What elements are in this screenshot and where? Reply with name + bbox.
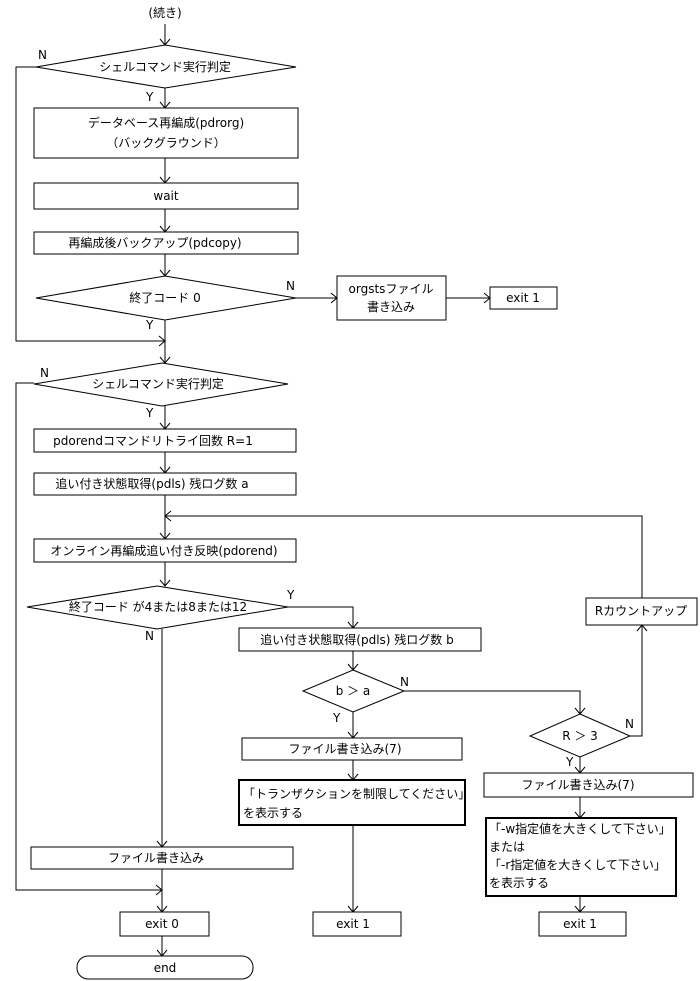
continued-label: (続き) — [148, 6, 181, 20]
process-retry-count-label: pdorendコマンドリトライ回数 R=1 — [53, 433, 253, 448]
branch-label-y: Y — [145, 90, 154, 104]
branch-label-y: Y — [145, 318, 154, 332]
branch-label-n: N — [145, 629, 154, 643]
message-increase-values-line-1: 「-w指定値を大きくして下さい」 — [489, 821, 671, 836]
flow-lines — [15, 24, 643, 956]
process-file-write-7-right-label: ファイル書き込み(7) — [522, 778, 635, 792]
branch-label-n: N — [400, 675, 409, 689]
decision-b-gt-a-label: b ＞ a — [336, 684, 371, 698]
message-limit-transaction-line-2: を表示する — [243, 806, 303, 820]
process-file-write-7-mid-label: ファイル書き込み(7) — [289, 742, 402, 756]
branch-label-y: Y — [145, 406, 154, 420]
message-limit-transaction-line-1: 「トランザクションを制限してください」 — [243, 787, 470, 801]
process-orgsts-write: orgstsファイル 書き込み — [336, 275, 447, 321]
process-r-countup: Rカウントアップ — [585, 597, 698, 626]
branch-label-y: Y — [286, 588, 295, 602]
process-file-write-7-mid: ファイル書き込み(7) — [241, 737, 463, 761]
process-file-write-left-label: ファイル書き込み — [108, 851, 204, 865]
branch-label-n: N — [625, 717, 634, 731]
process-backup-label: 再編成後バックアップ(pdcopy) — [68, 235, 241, 250]
decision-shell-command-2-label: シェルコマンド実行判定 — [92, 376, 224, 391]
process-backup: 再編成後バックアップ(pdcopy) — [33, 231, 299, 255]
branch-label-n: N — [286, 279, 295, 293]
process-catchup-b-label: 追い付き状態取得(pdls) 残ログ数 b — [260, 632, 453, 647]
exit-1-right: exit 1 — [538, 911, 627, 937]
decision-exit-code-4-8-12: 終了コード が4または8または12 — [26, 585, 289, 630]
exit-0: exit 0 — [119, 911, 210, 937]
branch-label-y: Y — [332, 711, 341, 725]
process-file-write-left: ファイル書き込み — [30, 846, 294, 870]
process-catchup-a: 追い付き状態取得(pdls) 残ログ数 a — [33, 472, 297, 496]
decision-shell-command-1: シェルコマンド実行判定 — [35, 44, 297, 89]
exit-1-top: exit 1 — [489, 286, 558, 310]
message-increase-values-line-2: または — [489, 840, 525, 854]
process-retry-count: pdorendコマンドリトライ回数 R=1 — [33, 428, 297, 453]
process-catchup-a-label: 追い付き状態取得(pdls) 残ログ数 a — [55, 476, 248, 491]
message-increase-values: 「-w指定値を大きくして下さい」 または 「-r指定値を大きくして下さい」 を表… — [485, 817, 677, 897]
decision-r-gt-3-label: R ＞ 3 — [562, 729, 598, 743]
process-file-write-7-right: ファイル書き込み(7) — [483, 772, 694, 798]
process-catchup-b: 追い付き状態取得(pdls) 残ログ数 b — [238, 627, 482, 652]
process-orgsts-write-line-2: 書き込み — [367, 300, 415, 314]
branch-labels: N Y N Y N Y Y N N Y N Y — [38, 48, 634, 769]
exit-1-right-label: exit 1 — [563, 917, 597, 931]
process-db-reorg: データベース再編成(pdrorg) （バックグラウンド） — [33, 107, 299, 159]
process-r-countup-label: Rカウントアップ — [595, 604, 687, 618]
decision-exit-code-0: 終了コード 0 — [35, 275, 297, 321]
decision-exit-code-4-8-12-label: 終了コード が4または8または12 — [69, 599, 247, 614]
decision-r-gt-3: R ＞ 3 — [528, 713, 632, 758]
exit-1-mid: exit 1 — [312, 911, 402, 937]
process-orgsts-write-line-1: orgstsファイル — [349, 282, 434, 296]
process-db-reorg-line-1: データベース再編成(pdrorg) — [88, 115, 244, 130]
process-db-reorg-line-2: （バックグラウンド） — [106, 136, 226, 150]
branch-label-n: N — [40, 366, 49, 380]
message-increase-values-line-4: を表示する — [489, 876, 549, 890]
decision-b-gt-a: b ＞ a — [301, 669, 406, 713]
branch-label-y: Y — [565, 755, 574, 769]
exit-1-top-label: exit 1 — [506, 291, 540, 305]
terminator-end-label: end — [154, 961, 177, 975]
process-wait: wait — [33, 182, 299, 210]
message-increase-values-line-3: 「-r指定値を大きくして下さい」 — [489, 857, 666, 872]
message-limit-transaction: 「トランザクションを制限してください」 を表示する — [238, 779, 470, 826]
decision-shell-command-2: シェルコマンド実行判定 — [33, 362, 289, 407]
exit-1-mid-label: exit 1 — [336, 917, 370, 931]
terminator-end: end — [76, 955, 254, 980]
decision-shell-command-1-label: シェルコマンド実行判定 — [99, 59, 231, 74]
process-wait-label: wait — [153, 189, 179, 203]
process-online-reorg-label: オンライン再編成追い付き反映(pdorend) — [50, 543, 277, 558]
branch-label-n: N — [38, 48, 47, 62]
decision-exit-code-0-label: 終了コード 0 — [129, 290, 200, 305]
exit-0-label: exit 0 — [145, 917, 179, 931]
process-online-reorg: オンライン再編成追い付き反映(pdorend) — [33, 538, 297, 563]
